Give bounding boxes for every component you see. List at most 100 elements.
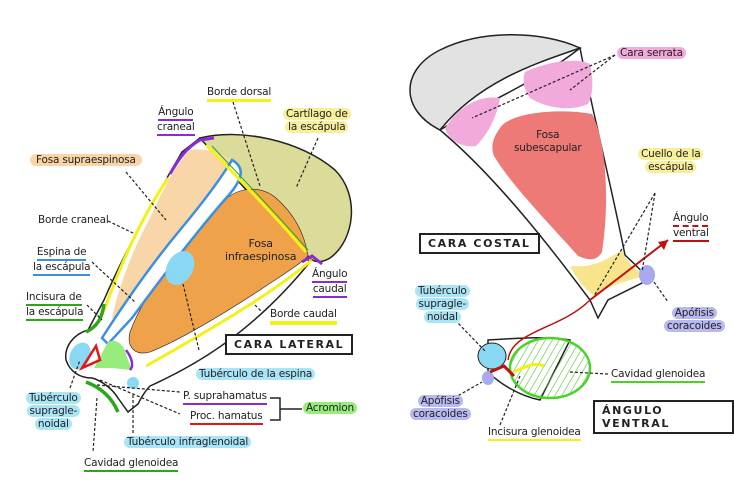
scapular-spine [100, 158, 242, 346]
acromion-bracket [270, 397, 302, 421]
label-text: supragle- [26, 405, 81, 417]
label-angulo-craneal: Ángulo craneal [157, 106, 195, 136]
label-text: Cartílago de [283, 108, 351, 120]
glenoid-cavity [508, 336, 592, 400]
label-text: ventral [673, 227, 709, 242]
label-cavidad-glenoidea-ventral: Cavidad glenoidea [611, 368, 705, 383]
label-text: supragle- [415, 298, 470, 310]
label-text: Tubérculo [415, 285, 470, 297]
label-text: caudal [312, 283, 347, 298]
label-text: la escápula [285, 121, 349, 133]
label-tuberculo-espina: Tubérculo de la espina [196, 368, 316, 381]
label-text: Acromion [303, 402, 357, 414]
label-text: Fosa [536, 129, 560, 141]
label-text: Cavidad glenoidea [611, 368, 705, 383]
lateral-view [65, 101, 353, 453]
label-fosa-infraespinosa: Fosa infraespinosa [225, 237, 296, 263]
ventral-view [453, 299, 609, 426]
coracoid-ventral [482, 371, 494, 385]
border-caudal [145, 258, 313, 368]
label-borde-caudal: Borde caudal [270, 308, 337, 325]
label-text: Ángulo [312, 268, 348, 283]
subscapular-fossa [492, 111, 607, 260]
costal-view [409, 34, 669, 320]
leader-lines-lateral [69, 101, 319, 453]
label-apofisis-coracoides-ventral: Apófisis coracoides [410, 395, 471, 421]
angle-cranial-mark [168, 136, 215, 175]
label-fosa-subescapular: Fosa subescapular [514, 129, 582, 155]
notch-red [489, 364, 516, 378]
leader-lines-costal [471, 54, 669, 303]
label-text: Borde craneal [38, 214, 109, 226]
label-text: Apófisis [417, 395, 463, 407]
label-borde-craneal: Borde craneal [38, 214, 109, 227]
glenoid-notch [513, 362, 545, 374]
cara-lateral-title: CARA LATERAL [225, 334, 354, 355]
label-text: Ángulo [673, 212, 709, 227]
label-text: subescapular [514, 142, 582, 154]
label-cara-serrata: Cara serrata [617, 47, 686, 60]
label-text: Incisura de [26, 291, 82, 306]
glenoid-cavity-mark [85, 380, 120, 413]
label-text: escápula [645, 161, 697, 173]
label-cartilago: Cartílago de la escápula [283, 108, 351, 134]
label-text: Borde caudal [270, 308, 337, 325]
label-fosa-supraespinosa: Fosa supraespinosa [30, 154, 142, 167]
angulo-ventral-title: ÁNGULO VENTRAL [593, 400, 734, 434]
acromion [94, 340, 131, 370]
red-connector [507, 299, 591, 361]
label-text: Borde dorsal [207, 86, 271, 102]
label-text: la escápula [26, 306, 84, 321]
label-angulo-ventral: Ángulo ventral [673, 212, 709, 242]
border-dorsal-green [211, 145, 309, 251]
label-cuello-escapula: Cuello de la escápula [638, 148, 704, 174]
coracoid-costal [639, 265, 655, 285]
supraglenoid-tubercle-ventral [477, 342, 507, 370]
label-text: coracoides [410, 408, 471, 420]
label-text: la escápula [33, 261, 91, 276]
label-tuberculo-supraglenoidal-lateral: Tubérculo supragle- noidal [26, 392, 81, 431]
label-borde-dorsal: Borde dorsal [207, 86, 271, 102]
label-text: Incisura glenoidea [488, 426, 581, 441]
label-text: Cuello de la [638, 148, 704, 160]
label-incisura-escapula: Incisura de la escápula [26, 291, 84, 321]
label-text: noidal [34, 418, 72, 430]
infraglenoid-tubercle [127, 377, 139, 389]
label-text: Tubérculo infraglenoidal [124, 436, 252, 448]
label-apofisis-coracoides-costal: Apófisis coracoides [664, 307, 725, 333]
serrata-area-1 [445, 97, 500, 147]
scapular-notch-mark [85, 303, 106, 334]
hamatus-process [78, 342, 102, 371]
label-text: Ángulo [158, 106, 194, 121]
label-acromion: Acromion [303, 402, 357, 415]
label-text: Tubérculo de la espina [196, 368, 316, 380]
spine-tubercle [165, 251, 195, 285]
label-cavidad-glenoidea-lateral: Cavidad glenoidea [84, 457, 178, 472]
label-text: P. suprahamatus [183, 390, 267, 405]
arrow-head [658, 240, 668, 250]
label-text: Proc. hamatus [190, 410, 263, 425]
label-text: Tubérculo [26, 392, 81, 404]
label-text: Espina de [36, 246, 87, 261]
grey-cartilage [409, 34, 583, 131]
label-angulo-caudal: Ángulo caudal [312, 268, 348, 298]
label-espina: Espina de la escápula [33, 246, 91, 276]
angle-caudal-mark [301, 254, 323, 266]
label-tuberculo-infraglenoidal: Tubérculo infraglenoidal [124, 436, 252, 449]
label-text: Apófisis [671, 307, 717, 319]
cara-costal-title: CARA COSTAL [419, 233, 540, 254]
label-text: craneal [157, 121, 195, 136]
label-text: infraespinosa [225, 250, 297, 263]
label-text: coracoides [664, 320, 725, 332]
label-text: Cara serrata [617, 47, 686, 59]
label-text: Fosa [248, 237, 273, 250]
serrata-area-2 [523, 60, 593, 109]
label-incisura-glenoidea: Incisura glenoidea [488, 426, 581, 441]
ventral-angle-arrow [589, 239, 669, 301]
border-dorsal [204, 143, 308, 253]
suprahamatus-process [124, 349, 134, 371]
label-proc-hamatus: Proc. hamatus [190, 410, 263, 425]
label-text: Fosa supraespinosa [30, 154, 142, 166]
